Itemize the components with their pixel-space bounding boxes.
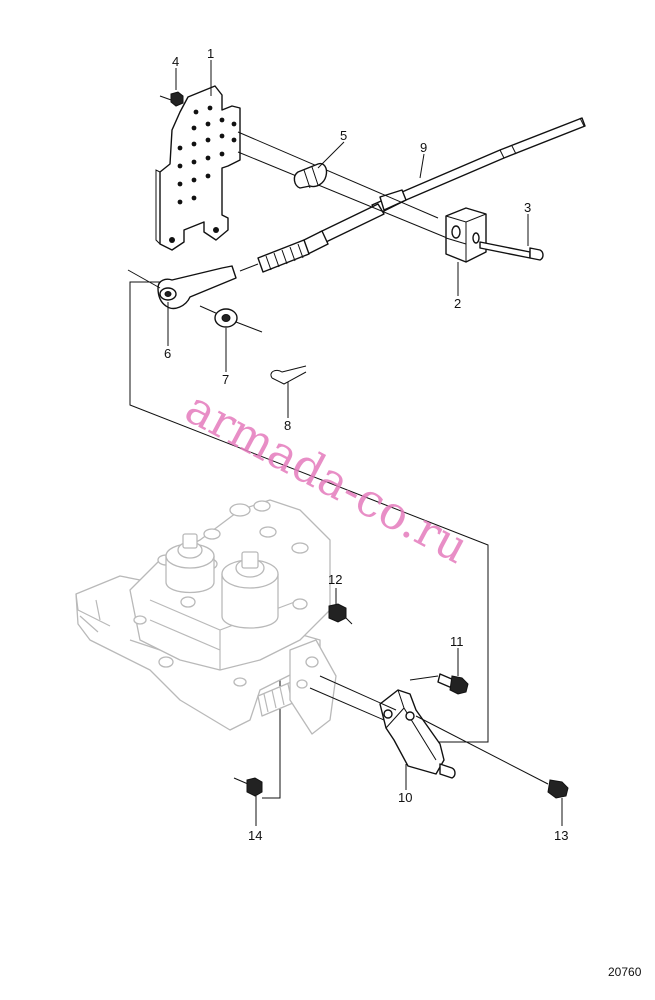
figure-number: 20760 <box>608 965 642 979</box>
callout-3: 3 <box>524 200 531 215</box>
callout-4: 4 <box>172 54 179 69</box>
callout-5: 5 <box>340 128 347 143</box>
nut-14 <box>233 777 263 797</box>
screw-3 <box>479 241 544 261</box>
callout-11: 11 <box>450 634 464 649</box>
bolt-13 <box>547 779 569 799</box>
lever-bracket <box>309 675 549 785</box>
bolt-11 <box>437 673 469 695</box>
callout-labels: 1 4 5 9 3 2 6 7 8 12 11 10 13 14 <box>164 46 568 843</box>
mounting-bracket <box>155 85 453 251</box>
clamp-sleeve <box>293 162 328 189</box>
washer-7 <box>199 305 263 333</box>
barrel-right <box>221 551 279 629</box>
callout-1: 1 <box>207 46 214 61</box>
callout-7: 7 <box>222 372 229 387</box>
callout-8: 8 <box>284 418 291 433</box>
callout-6: 6 <box>164 346 171 361</box>
callout-10: 10 <box>398 790 412 805</box>
leader-lines <box>167 60 563 826</box>
callout-9: 9 <box>420 140 427 155</box>
callout-2: 2 <box>454 296 461 311</box>
callout-12: 12 <box>328 572 342 587</box>
barrel-left <box>165 533 215 594</box>
nut-4 <box>159 91 184 107</box>
cotter-pin-8 <box>270 365 307 385</box>
control-cable <box>127 117 586 310</box>
callout-14: 14 <box>248 828 262 843</box>
clamp-block <box>445 207 487 263</box>
nut-12 <box>328 603 353 625</box>
carburetor-assembly <box>75 499 337 735</box>
callout-13: 13 <box>554 828 568 843</box>
